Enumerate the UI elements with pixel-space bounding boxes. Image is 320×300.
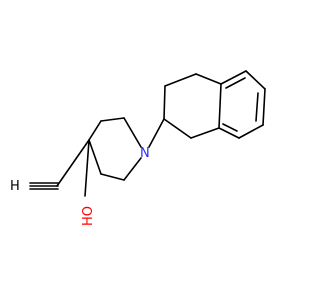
bond-b3-b4 — [262, 88, 266, 126]
molecule-structure: N HO H — [10, 70, 266, 226]
bond-b2-b3 — [245, 70, 266, 90]
bond-c4-c5 — [88, 139, 102, 175]
bond-c4-oh — [84, 139, 90, 197]
bond-t2-t3 — [163, 118, 192, 139]
double-bond-b3-b4-inner — [255, 92, 259, 122]
bond-b1-b2 — [220, 70, 247, 85]
bond-b6-b1 — [218, 83, 222, 129]
bond-c4-alkyne — [56, 139, 90, 187]
bond-c6-n — [123, 157, 142, 181]
quaternary-substituents — [29, 139, 90, 197]
hydroxyl-label: HO — [81, 206, 96, 226]
bond-t4a-t8a — [195, 73, 222, 85]
bond-b5-b6 — [218, 127, 240, 139]
nitrogen-label: N — [140, 146, 150, 161]
bond-c2-c3 — [100, 117, 125, 122]
terminal-hydrogen-label: H — [10, 179, 20, 194]
bond-n-tetralin — [148, 118, 165, 148]
bond-c5-c6 — [100, 173, 125, 181]
bond-t3-t4 — [190, 127, 220, 139]
bond-c3-c4 — [88, 120, 102, 141]
tetralin-saturated-ring — [163, 73, 222, 139]
piperidine-ring — [88, 117, 142, 181]
bond-t1-t4a — [164, 73, 197, 87]
double-bond-b5-b6-inner — [222, 123, 238, 132]
bond-n-c2 — [123, 117, 142, 148]
double-bond-b1-b2-inner — [225, 77, 246, 89]
bond-t2-t1 — [163, 85, 166, 120]
bond-b4-b5 — [238, 124, 264, 139]
benzene-ring — [218, 70, 266, 139]
